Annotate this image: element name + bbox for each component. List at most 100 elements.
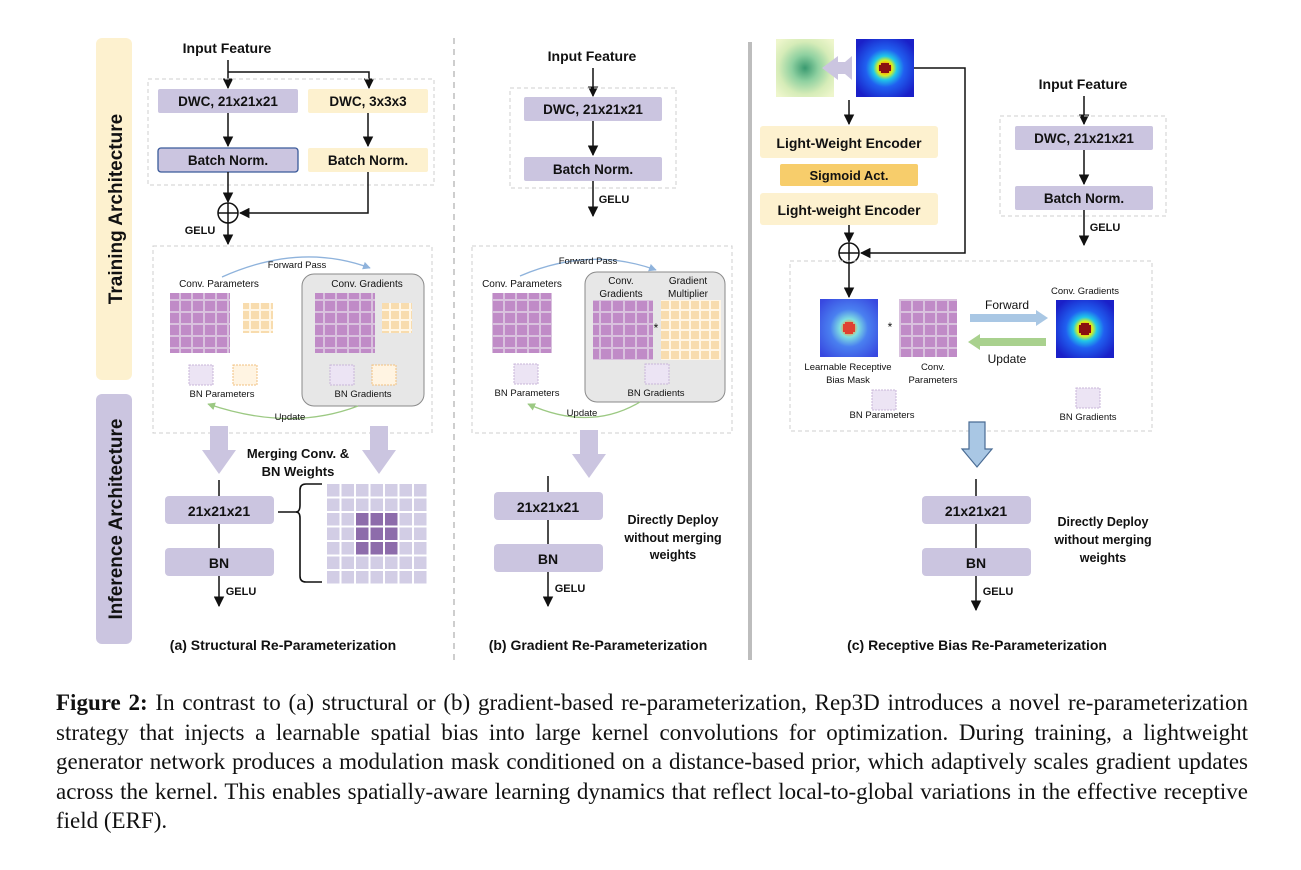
c-encoder-1: Light-Weight Encoder bbox=[776, 135, 922, 151]
c-forward-arrow bbox=[970, 310, 1048, 326]
figure-caption: Figure 2: In contrast to (a) structural … bbox=[56, 688, 1248, 836]
a-bn-left: Batch Norm. bbox=[188, 153, 268, 168]
merged-grid-cell bbox=[370, 556, 383, 569]
a-forward-pass: Forward Pass bbox=[268, 260, 327, 271]
panel-b: Input Feature DWC, 21x21x21 Batch Norm. … bbox=[471, 48, 733, 653]
merged-grid-cell bbox=[414, 542, 427, 555]
b-deploy-3: weights bbox=[649, 548, 697, 562]
b-input-feature: Input Feature bbox=[548, 48, 637, 64]
b-gelu-bottom: GELU bbox=[555, 583, 586, 595]
c-mask-1: Learnable Receptive bbox=[804, 362, 891, 373]
merged-grid-cell bbox=[399, 498, 412, 511]
figure-diagram: Training Architecture Inference Architec… bbox=[96, 38, 1167, 660]
panel-a: Input Feature DWC, 21x21x21 DWC, 3x3x3 B… bbox=[147, 40, 435, 653]
merged-grid-cell bbox=[327, 498, 340, 511]
a-small-param-grid bbox=[243, 303, 273, 333]
b-title: (b) Gradient Re-Parameterization bbox=[489, 637, 708, 653]
a-merge-1: Merging Conv. & bbox=[247, 446, 349, 461]
c-bn: Batch Norm. bbox=[1044, 191, 1124, 206]
c-bn-params: BN Parameters bbox=[850, 410, 915, 421]
c-gelu-top: GELU bbox=[1090, 222, 1121, 234]
training-label: Training Architecture bbox=[106, 114, 127, 304]
merged-grid-cell bbox=[356, 484, 369, 497]
c-update: Update bbox=[988, 352, 1027, 366]
merged-grid-cell bbox=[356, 571, 369, 584]
b-update: Update bbox=[567, 408, 598, 419]
merged-grid-cell bbox=[356, 542, 369, 555]
caption-label: Figure 2: bbox=[56, 690, 148, 715]
b-bn: Batch Norm. bbox=[553, 162, 633, 177]
c-encoder-2: Light-weight Encoder bbox=[777, 202, 921, 218]
merged-grid-cell bbox=[327, 527, 340, 540]
b-bn-grads: BN Gradients bbox=[627, 388, 684, 399]
a-bn-params: BN Parameters bbox=[190, 389, 255, 400]
a-conv-param-grid bbox=[170, 293, 230, 353]
c-mask-2: Bias Mask bbox=[826, 375, 870, 386]
a-merged-weight-grid bbox=[327, 484, 427, 584]
b-deploy-2: without merging bbox=[623, 531, 721, 545]
a-title: (a) Structural Re-Parameterization bbox=[170, 637, 396, 653]
c-down-arrow bbox=[960, 421, 994, 468]
b-conv-param-grid bbox=[492, 293, 552, 353]
merged-grid-cell bbox=[385, 498, 398, 511]
a-small-grad-grid bbox=[382, 303, 412, 333]
merged-grid-cell bbox=[385, 571, 398, 584]
c-conv-params-2: Parameters bbox=[908, 375, 957, 386]
caption-text: In contrast to (a) structural or (b) gra… bbox=[56, 690, 1248, 833]
c-deploy-1: Directly Deploy bbox=[1057, 515, 1148, 529]
inference-label: Inference Architecture bbox=[106, 419, 127, 620]
side-label-training: Training Architecture bbox=[96, 38, 132, 380]
merged-grid-cell bbox=[414, 498, 427, 511]
b-gelu-top: GELU bbox=[599, 194, 630, 206]
c-title: (c) Receptive Bias Re-Parameterization bbox=[847, 637, 1107, 653]
a-dwc-large: DWC, 21x21x21 bbox=[178, 94, 278, 109]
merged-grid-cell bbox=[399, 571, 412, 584]
b-conv-grads-1: Conv. bbox=[608, 276, 633, 287]
a-merge-2: BN Weights bbox=[262, 464, 335, 479]
merged-grid-cell bbox=[356, 498, 369, 511]
a-conv-params: Conv. Parameters bbox=[179, 279, 259, 290]
merged-grid-cell bbox=[341, 527, 354, 540]
a-conv-grad-grid bbox=[315, 293, 375, 353]
c-infer-bn: BN bbox=[966, 555, 986, 571]
c-input-feature: Input Feature bbox=[1039, 76, 1128, 92]
c-gelu-bottom: GELU bbox=[983, 586, 1014, 598]
merged-grid-cell bbox=[356, 513, 369, 526]
merged-grid-cell bbox=[399, 556, 412, 569]
b-conv-grads-2: Gradients bbox=[599, 289, 642, 300]
merged-grid-cell bbox=[370, 542, 383, 555]
c-conv-grads: Conv. Gradients bbox=[1051, 286, 1119, 297]
c-bn-grads: BN Gradients bbox=[1059, 412, 1116, 423]
merged-grid-cell bbox=[385, 556, 398, 569]
a-input-feature: Input Feature bbox=[183, 40, 272, 56]
merged-grid-cell bbox=[414, 556, 427, 569]
merged-grid-cell bbox=[370, 498, 383, 511]
c-dwc: DWC, 21x21x21 bbox=[1034, 131, 1134, 146]
b-infer-conv: 21x21x21 bbox=[517, 499, 580, 515]
a-gelu-bottom: GELU bbox=[226, 586, 257, 598]
merged-grid-cell bbox=[414, 571, 427, 584]
a-dwc-small: DWC, 3x3x3 bbox=[329, 94, 407, 109]
merged-grid-cell bbox=[399, 484, 412, 497]
a-bn-param-orange bbox=[232, 364, 258, 386]
b-grad-mult-1: Gradient bbox=[669, 276, 708, 287]
merged-grid-cell bbox=[414, 527, 427, 540]
merged-grid-cell bbox=[399, 542, 412, 555]
merged-grid-cell bbox=[385, 513, 398, 526]
b-infer-bn: BN bbox=[538, 551, 558, 567]
a-bn-grads: BN Gradients bbox=[334, 389, 391, 400]
c-forward: Forward bbox=[985, 298, 1029, 312]
c-sigmoid: Sigmoid Act. bbox=[810, 168, 889, 183]
a-infer-conv: 21x21x21 bbox=[188, 503, 251, 519]
merged-grid-cell bbox=[370, 527, 383, 540]
merged-grid-cell bbox=[327, 571, 340, 584]
b-forward-pass: Forward Pass bbox=[559, 256, 618, 267]
merged-grid-cell bbox=[327, 556, 340, 569]
merged-grid-cell bbox=[327, 542, 340, 555]
merged-grid-cell bbox=[341, 498, 354, 511]
merged-grid-cell bbox=[327, 513, 340, 526]
merged-grid-cell bbox=[341, 556, 354, 569]
merged-grid-cell bbox=[399, 527, 412, 540]
a-infer-bn: BN bbox=[209, 555, 229, 571]
a-gelu-top: GELU bbox=[185, 225, 216, 237]
